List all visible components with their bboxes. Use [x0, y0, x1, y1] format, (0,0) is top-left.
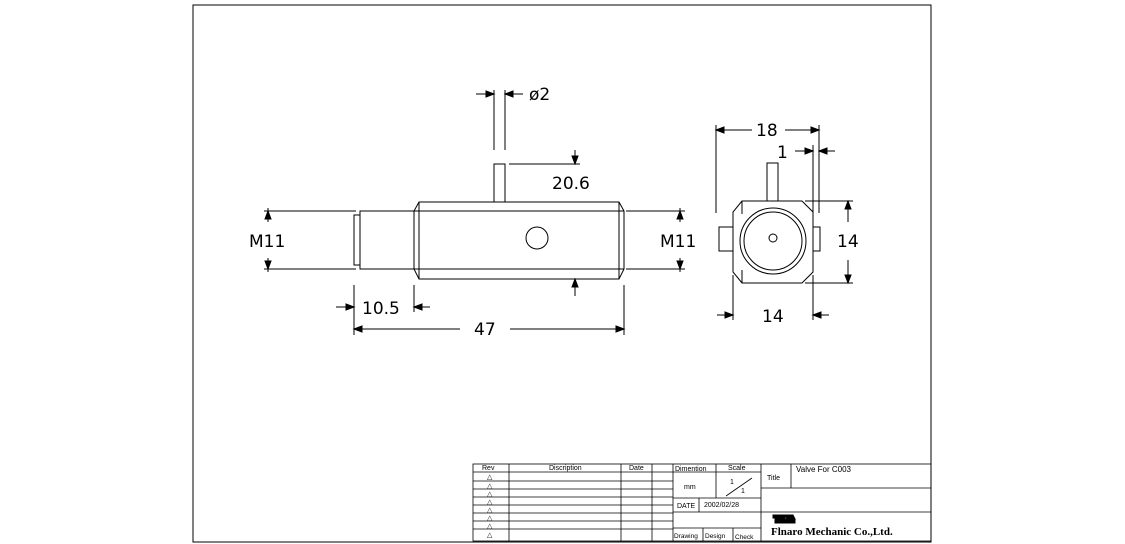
- rev-mark: △: [487, 523, 493, 530]
- arrow: [844, 274, 852, 285]
- sheet-border: [192, 4, 932, 543]
- front-view: [264, 90, 685, 335]
- title-block: [472, 463, 932, 542]
- outer-ring: [739, 207, 807, 275]
- left-thread-body: [359, 210, 415, 270]
- center-hole: [768, 233, 778, 243]
- side-view-labels: 18 1 14 14: [756, 121, 859, 327]
- rev-mark: △: [487, 499, 493, 506]
- pin-diameter-label: ø2: [529, 85, 550, 105]
- arrow: [676, 209, 684, 220]
- height-label: 20.6: [552, 174, 590, 194]
- rev-mark: △: [487, 483, 493, 490]
- side-pin: [766, 162, 779, 202]
- arrow: [714, 126, 725, 134]
- arrow: [615, 325, 626, 333]
- rev-mark: △: [487, 507, 493, 514]
- date-header: Date: [629, 465, 644, 472]
- rev-mark: △: [487, 515, 493, 522]
- arrow: [811, 311, 822, 319]
- width-label: 18: [756, 121, 778, 141]
- side-view-arrows: [714, 126, 852, 319]
- arrow: [503, 90, 514, 98]
- arrow: [676, 260, 684, 271]
- scale-top-value: 1: [730, 479, 734, 486]
- arrow: [485, 90, 496, 98]
- arrow: [724, 311, 735, 319]
- offset-label: 1: [777, 143, 788, 163]
- title-value: Valve For C003: [796, 465, 852, 474]
- arrow: [571, 155, 579, 166]
- arrow: [412, 303, 423, 311]
- scale-slash: [725, 477, 753, 497]
- arrow: [264, 209, 272, 220]
- unit-value: mm: [684, 484, 696, 491]
- thread-left-label: M11: [249, 232, 285, 252]
- title-block-text: Rev Discription Date Dimention Scale Tit…: [482, 465, 893, 541]
- left-stub: [718, 226, 734, 252]
- height-14-label: 14: [837, 232, 859, 252]
- front-view-labels: ø2 20.6 M11 M11 10.5 47: [249, 85, 696, 340]
- overall-length-label: 47: [474, 320, 496, 340]
- arrow: [571, 277, 579, 288]
- description-header: Discription: [549, 465, 582, 472]
- arrow: [817, 147, 828, 155]
- drawing-label: Drawing: [674, 533, 698, 540]
- rev-mark: △: [487, 532, 493, 539]
- arrow: [810, 126, 821, 134]
- date-value: 2002/02/28: [704, 502, 739, 509]
- front-view-arrows: [264, 90, 684, 333]
- rev-mark: △: [487, 491, 493, 498]
- side-hole: [525, 226, 549, 250]
- design-label: Design: [705, 533, 726, 540]
- left-thread-chamfer: [353, 214, 361, 266]
- arrow: [844, 199, 852, 210]
- thread-length-label: 10.5: [362, 299, 400, 319]
- date-label: DATE: [677, 503, 695, 510]
- scale-bottom-value: 1: [741, 488, 745, 495]
- title-header: Title: [767, 475, 780, 482]
- dimension-header: Dimention: [675, 466, 707, 473]
- arrow: [264, 260, 272, 271]
- rev-mark: △: [487, 474, 493, 481]
- hex-body: [413, 201, 625, 280]
- arrow: [352, 325, 363, 333]
- rev-header: Rev: [482, 465, 495, 472]
- company-logo: [772, 514, 796, 524]
- top-pin: [493, 163, 506, 203]
- thread-right-label: M11: [660, 232, 696, 252]
- arrow: [345, 303, 356, 311]
- inner-ring: [743, 211, 803, 271]
- base-width-label: 14: [762, 307, 784, 327]
- right-stub: [812, 226, 821, 252]
- company-name: Flnaro Mechanic Co.,Ltd.: [771, 526, 893, 538]
- title-block-frame: [472, 463, 932, 542]
- check-label: Check: [735, 534, 754, 541]
- arrow: [804, 147, 815, 155]
- scale-header: Scale: [728, 465, 746, 472]
